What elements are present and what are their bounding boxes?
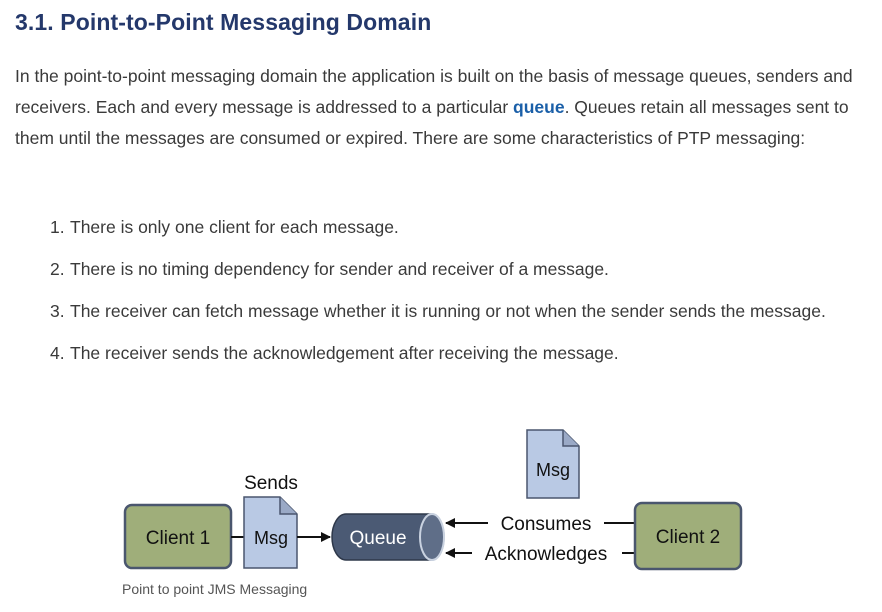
msg-top-label: Msg [536,460,570,480]
consumes-label: Consumes [501,514,592,535]
msg-label: Msg [254,528,288,548]
consumed-message-icon [526,429,580,499]
queue-link[interactable]: queue [513,97,565,117]
list-item-text: There is no timing dependency for sender… [70,259,609,279]
list-item-text: The receiver can fetch message whether i… [70,301,826,321]
queue-cylinder-end [419,513,445,561]
acknowledges-label: Acknowledges [485,544,608,565]
list-item-text: There is only one client for each messag… [70,217,399,237]
queue-label: Queue [349,528,406,549]
list-item-number: 4. [50,343,65,363]
intro-paragraph: In the point-to-point messaging domain t… [15,61,865,154]
document-fold-icon [279,497,297,515]
list-item: 4.The receiver sends the acknowledgement… [50,338,850,369]
section-heading: 3.1. Point-to-Point Messaging Domain [15,9,432,35]
list-item: 3.The receiver can fetch message whether… [50,296,850,327]
list-item-text: The receiver sends the acknowledgement a… [70,343,619,363]
document-fold-icon [562,430,579,447]
sends-label: Sends [244,473,298,494]
client-1-label: Client 1 [146,528,210,549]
intro-text-2: . Queues retain all messages sent to the… [15,97,849,148]
list-item-number: 2. [50,259,65,279]
list-item-number: 3. [50,301,65,321]
figure-caption: Point to point JMS Messaging [122,581,308,597]
list-item-number: 1. [50,217,65,237]
characteristics-list: 1.There is only one client for each mess… [50,212,850,380]
list-item: 1.There is only one client for each mess… [50,212,850,243]
intro-text-1: In the point-to-point messaging domain t… [15,66,853,117]
list-item: 2.There is no timing dependency for send… [50,254,850,285]
client-2-box [633,501,743,571]
client-2-label: Client 2 [656,527,720,548]
